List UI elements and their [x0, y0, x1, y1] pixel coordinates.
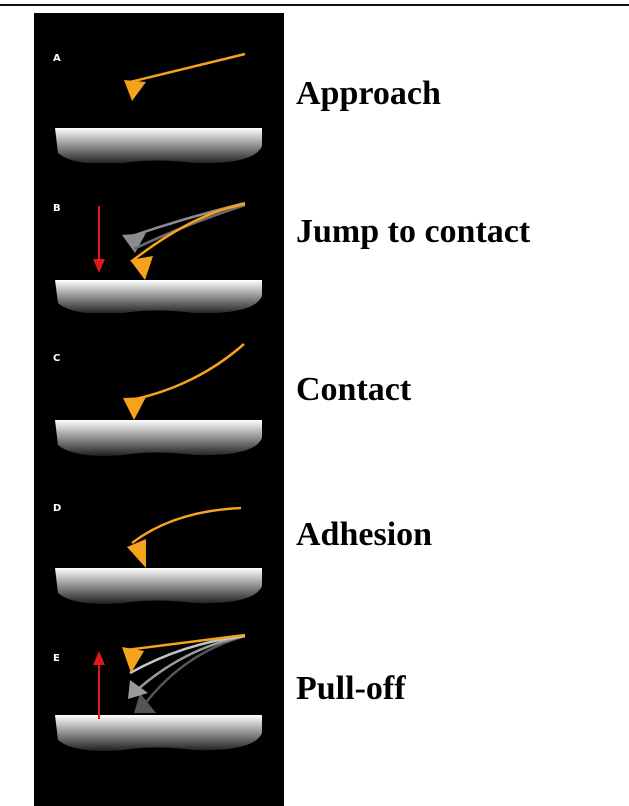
- sample-surface: [55, 280, 262, 313]
- cantilever-beam: [125, 52, 246, 85]
- panel-contact: C: [34, 313, 284, 463]
- cantilever-tip: [130, 256, 153, 280]
- panel-letter: C: [53, 353, 61, 364]
- panel-approach-graphic: [55, 52, 262, 163]
- ghost-cantilever-tip: [122, 233, 146, 253]
- stage-label-adhesion: Adhesion: [296, 516, 433, 553]
- cantilever-tip: [127, 539, 146, 568]
- panel-adhesion: D: [34, 463, 284, 613]
- stage-label-jump-to-contact: Jump to contact: [296, 213, 531, 250]
- stage-label-approach: Approach: [296, 75, 441, 112]
- sample-surface: [55, 420, 262, 456]
- top-border-line: [0, 4, 629, 6]
- panel-letter: D: [53, 503, 62, 514]
- sample-surface: [55, 715, 262, 751]
- ghost-cantilever: [133, 203, 246, 251]
- cantilever-tip: [124, 80, 146, 101]
- panel-pull-off-graphic: [55, 633, 262, 751]
- panel-approach: A: [34, 13, 284, 163]
- panel-letter: B: [53, 203, 61, 214]
- cantilever-beam: [125, 633, 246, 652]
- cantilever-beam: [131, 202, 246, 262]
- ghost-cantilever-tip: [128, 680, 148, 699]
- sample-surface: [55, 128, 262, 163]
- panel-letter: A: [53, 53, 61, 64]
- ghost-cantilever: [135, 634, 246, 692]
- arrow-head-up: [93, 651, 105, 665]
- panel-letter: E: [53, 653, 60, 664]
- stage-label-contact: Contact: [296, 371, 412, 408]
- cantilever-tip: [123, 397, 146, 420]
- cantilever-tip: [122, 647, 144, 673]
- panel-pull-off: E: [34, 613, 284, 763]
- panel-contact-graphic: [55, 343, 262, 456]
- panel-adhesion-graphic: [55, 506, 262, 604]
- ghost-cantilever-tip: [134, 693, 156, 713]
- cantilever-beam: [125, 343, 245, 403]
- arrow-head-down: [93, 259, 105, 273]
- sample-surface: [55, 568, 262, 604]
- panel-jump-to-contact: B: [34, 163, 284, 313]
- afm-stage-diagram: A B: [34, 13, 284, 806]
- stage-label-pull-off: Pull-off: [296, 670, 406, 707]
- panel-jump-to-contact-graphic: [55, 201, 262, 313]
- cantilever-beam: [131, 506, 242, 544]
